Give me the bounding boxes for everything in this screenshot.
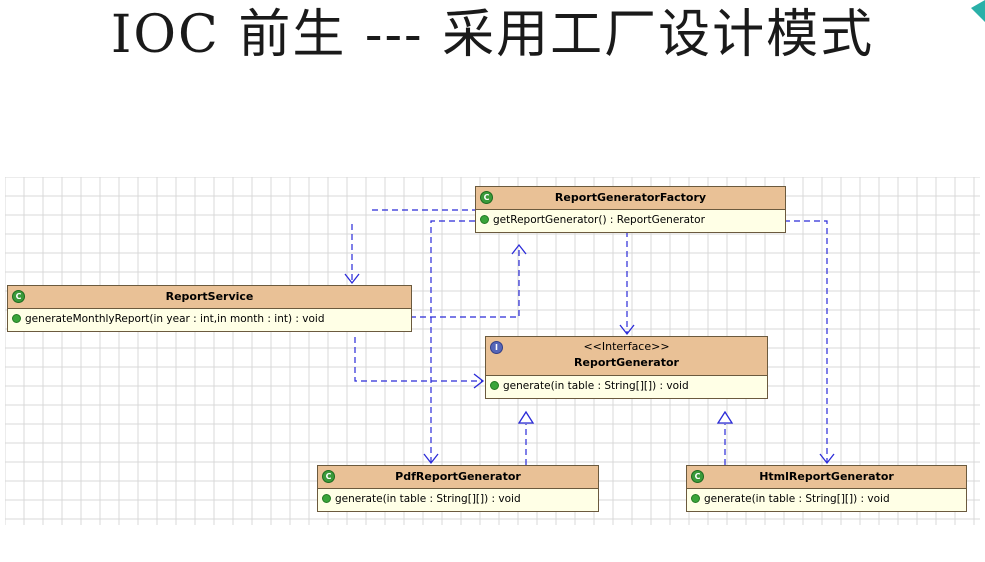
- class-report-service[interactable]: C ReportService generateMonthlyReport(in…: [7, 285, 412, 332]
- dependency-arrowhead-icon: [423, 453, 439, 465]
- class-name: PdfReportGenerator: [395, 470, 521, 483]
- uml-class-diagram: C ReportGeneratorFactory getReportGenera…: [5, 177, 980, 525]
- class-name: HtmlReportGenerator: [759, 470, 894, 483]
- class-stereotype: <<Interface>>: [583, 340, 670, 353]
- class-pdf-report-generator[interactable]: C PdfReportGenerator generate(in table :…: [317, 465, 599, 512]
- class-name: ReportGeneratorFactory: [554, 191, 707, 204]
- operation-signature: generate(in table : String[][]) : void: [704, 493, 890, 505]
- public-method-icon: [480, 214, 489, 224]
- dependency-factory-html: [784, 220, 828, 463]
- public-method-icon: [322, 493, 331, 503]
- class-operations: generateMonthlyReport(in year : int,in m…: [8, 309, 411, 331]
- dependency-arrowhead-icon: [511, 243, 527, 255]
- class-header: C PdfReportGenerator: [318, 466, 598, 489]
- class-operations: generate(in table : String[][]) : void: [486, 376, 767, 398]
- operation-signature: generateMonthlyReport(in year : int,in m…: [25, 313, 325, 325]
- class-operations: generate(in table : String[][]) : void: [687, 489, 966, 511]
- operation: generate(in table : String[][]) : void: [322, 491, 594, 508]
- public-method-icon: [12, 313, 21, 323]
- realization-triangle-icon: [716, 410, 734, 424]
- operation: generate(in table : String[][]) : void: [490, 378, 763, 395]
- operation: getReportGenerator() : ReportGenerator: [480, 212, 781, 229]
- operation: generate(in table : String[][]) : void: [691, 491, 962, 508]
- class-report-generator-factory[interactable]: C ReportGeneratorFactory getReportGenera…: [475, 186, 786, 233]
- class-header: C ReportGeneratorFactory: [476, 187, 785, 210]
- class-name: ReportGenerator: [574, 356, 679, 369]
- corner-accent-icon: [971, 0, 985, 22]
- interface-badge-icon: I: [490, 341, 503, 354]
- interface-report-generator[interactable]: I <<Interface>> ReportGenerator generate…: [485, 336, 768, 399]
- slide-title: IOC 前生 --- 采用工厂设计模式: [110, 5, 875, 65]
- class-badge-icon: C: [322, 470, 335, 483]
- class-badge-icon: C: [12, 290, 25, 303]
- operation-signature: getReportGenerator() : ReportGenerator: [493, 214, 705, 226]
- dependency-factory-pdf: [430, 220, 475, 463]
- public-method-icon: [691, 493, 700, 503]
- class-header: C ReportService: [8, 286, 411, 309]
- class-operations: generate(in table : String[][]) : void: [318, 489, 598, 511]
- operation-signature: generate(in table : String[][]) : void: [503, 380, 689, 392]
- class-name: ReportService: [165, 290, 254, 303]
- class-operations: getReportGenerator() : ReportGenerator: [476, 210, 785, 232]
- class-header: I <<Interface>> ReportGenerator: [486, 337, 767, 376]
- diagram-connectors: [344, 209, 835, 465]
- operation: generateMonthlyReport(in year : int,in m…: [12, 311, 407, 328]
- operation-signature: generate(in table : String[][]) : void: [335, 493, 521, 505]
- public-method-icon: [490, 380, 499, 390]
- class-html-report-generator[interactable]: C HtmlReportGenerator generate(in table …: [686, 465, 967, 512]
- class-badge-icon: C: [691, 470, 704, 483]
- dependency-arrowhead-icon: [619, 324, 635, 336]
- dependency-arrowhead-icon: [819, 453, 835, 465]
- realization-triangle-icon: [517, 410, 535, 424]
- dependency-service-generator: [354, 337, 483, 382]
- dependency-arrowhead-icon: [344, 273, 360, 285]
- dependency-arrowhead-icon: [473, 373, 485, 389]
- class-badge-icon: C: [480, 191, 493, 204]
- class-header: C HtmlReportGenerator: [687, 466, 966, 489]
- dependency-service-factory: [410, 245, 520, 318]
